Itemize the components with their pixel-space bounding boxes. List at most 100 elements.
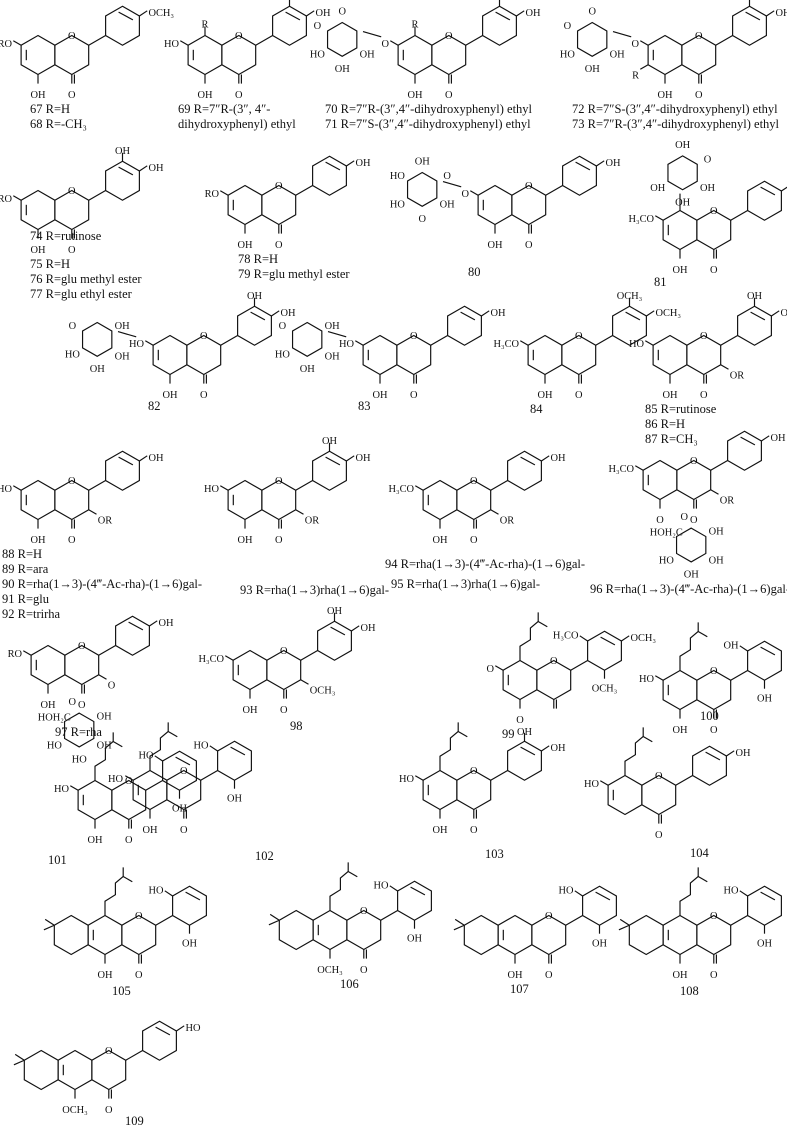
bond: [730, 669, 748, 681]
substituent-5: O: [516, 715, 524, 726]
methyl-bond: [618, 924, 630, 931]
compound-label: 81: [654, 275, 667, 289]
ring-oxygen-label: O: [125, 776, 133, 787]
bond: [200, 769, 218, 781]
methyl-bond: [14, 1053, 25, 1061]
sugar-substituent: OH: [709, 555, 725, 566]
bond: [139, 10, 148, 17]
substituent-7: HO: [0, 484, 12, 495]
compound-label: 82: [148, 399, 161, 413]
sugar-substituent: HOH₂C: [38, 713, 71, 724]
substituent-4: O: [68, 90, 76, 101]
compound-label: 89 R=ara: [2, 562, 49, 576]
sugar-substituent: HO: [72, 755, 88, 766]
substituent-5: O: [656, 515, 664, 526]
bond: [635, 465, 644, 471]
double-bond: [460, 311, 476, 321]
sugar-substituent: HO: [659, 555, 675, 566]
substituent-2': H₃CO: [553, 630, 579, 641]
compound-70: OOROHOOHOHOOHOHHOO70 R=7″R-(3″,4″-dihydr…: [310, 0, 541, 131]
substituent-5: OH: [30, 535, 46, 546]
ring-b: [562, 155, 597, 196]
ring-b: [105, 450, 140, 491]
double-bond: [760, 646, 776, 656]
ring-oxygen-label: O: [690, 456, 698, 467]
bond: [612, 31, 632, 38]
compound-label: 93 R=rha(1→3)rha(1→6)gal-: [240, 583, 389, 597]
prenyl-chain: [624, 727, 644, 776]
substituent-7: HO: [339, 339, 355, 350]
substituent-5: OH: [672, 970, 688, 981]
compound-label: 77 R=glu ethyl ester: [30, 287, 133, 301]
bond: [730, 209, 748, 221]
sugar-substituent: OH: [97, 740, 113, 751]
ring-oxygen-label: O: [550, 656, 558, 667]
bond: [766, 10, 775, 17]
structure-67: OROOHOOCH₃: [0, 5, 174, 101]
substituent-3': OCH₃: [617, 291, 643, 302]
ring-oxygen-label: O: [695, 31, 703, 42]
substituent-7: RO: [205, 189, 220, 200]
bond: [139, 455, 148, 462]
substituent-3': OH: [247, 291, 263, 302]
ring-oxygen-label: O: [470, 476, 478, 487]
bond: [579, 635, 588, 642]
substituent-3: OR: [305, 515, 320, 526]
bond: [145, 779, 163, 791]
substituent-4': OCH₃: [656, 308, 682, 319]
ring-b: [692, 745, 727, 786]
bond: [23, 650, 32, 656]
bond: [220, 485, 229, 491]
substituent-4': OH: [158, 618, 174, 629]
double-bond: [760, 891, 776, 901]
sugar-substituent: O: [314, 21, 322, 32]
substituent-7: H₃CO: [608, 464, 634, 475]
bond: [155, 914, 173, 926]
bond: [490, 479, 508, 491]
structure-72: OOROHOOHOHOOHOHHOO: [560, 0, 787, 101]
double-bond: [575, 161, 591, 171]
substituent-5: OH: [242, 705, 258, 716]
ring-b: [727, 430, 762, 471]
substituent-5: OH: [237, 535, 253, 546]
substituent-5: OCH₃: [317, 965, 343, 976]
ring-b: [732, 5, 767, 46]
bond: [88, 34, 106, 46]
compound-label: 102: [255, 849, 274, 863]
compound-label: 106: [340, 977, 359, 991]
prenyl-methyl: [697, 875, 708, 883]
bond: [390, 40, 399, 46]
substituent-6': OH: [407, 934, 423, 945]
double-bond: [118, 456, 134, 466]
substituent-4': OH: [356, 158, 372, 169]
compound-label: 84: [530, 402, 543, 416]
substituent-5: OH: [197, 90, 213, 101]
bond: [220, 334, 238, 346]
double-bond: [128, 621, 144, 631]
bond: [149, 620, 158, 627]
substituent-4: O: [105, 1105, 113, 1116]
substituent-4': OH: [551, 743, 567, 754]
compound-label: 98: [290, 719, 303, 733]
bond: [565, 914, 583, 926]
bond: [545, 184, 563, 196]
substituent-5: OH: [657, 90, 673, 101]
double-bond: [745, 11, 761, 21]
sugar-substituent: OH: [360, 50, 376, 61]
substituent-5: OH: [162, 390, 178, 401]
ring-oxygen-label: O: [280, 646, 288, 657]
